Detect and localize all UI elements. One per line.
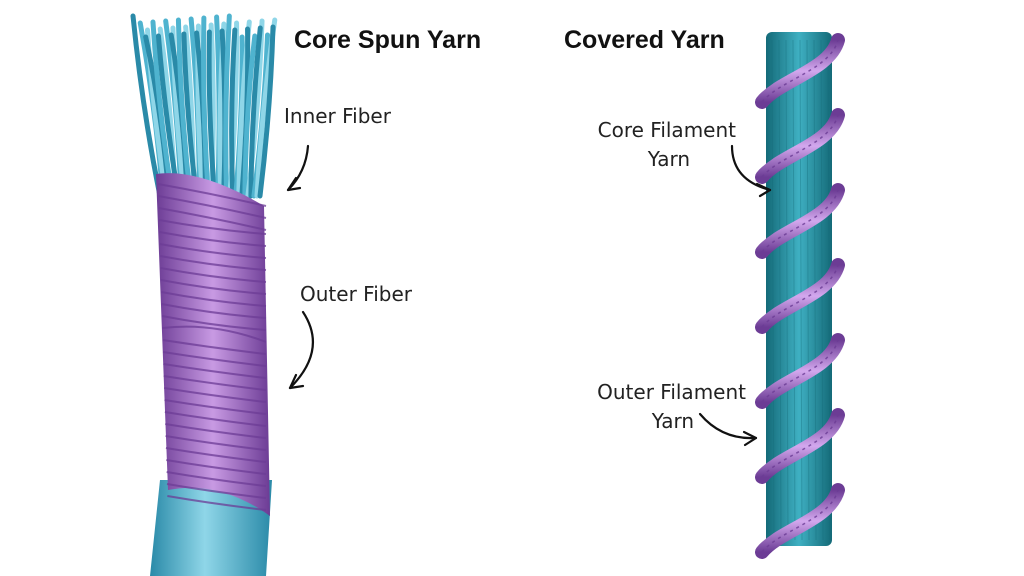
helix-twist [761, 39, 839, 103]
wrap-strand [166, 471, 267, 487]
fiber-strand [229, 27, 238, 199]
wrap-strand [165, 435, 267, 451]
curved-arrow-icon [698, 412, 758, 447]
core-spun-lower-fibers [150, 480, 272, 576]
outer-filament-label-line1: Outer Filament [597, 380, 746, 404]
wrap-strand [159, 255, 267, 271]
core-texture-line [771, 39, 775, 541]
core-spun-inner-fibers [130, 13, 278, 199]
fiber-strand [257, 24, 276, 199]
wrap-strand [161, 303, 267, 319]
wrap-strand [164, 399, 267, 415]
wrap-strand [163, 375, 267, 391]
fiber-strand [206, 29, 218, 199]
wrap-strand [165, 447, 267, 463]
wrap-strand [162, 325, 267, 343]
outer-filament-yarn-label: Outer Filament Yarn [584, 378, 746, 436]
wrap-strand [159, 231, 267, 247]
fiber-strand [248, 25, 263, 199]
wrap-strand [158, 219, 267, 235]
helix-twist [761, 189, 839, 253]
helix-twist [761, 339, 839, 403]
wrap-strand [167, 495, 267, 511]
fiber-strand [223, 13, 232, 199]
core-spun-outer-wrap [156, 173, 270, 516]
curved-arrow-icon [730, 144, 772, 198]
covered-outer-filament [755, 33, 845, 559]
core-spun-wrap-strands [157, 183, 267, 511]
wrap-strand [159, 243, 267, 259]
wrap-strand [161, 315, 267, 331]
helix-twist [761, 264, 839, 328]
fiber-strand [242, 33, 258, 199]
outer-filament-label-line2: Yarn [651, 409, 694, 433]
wrap-strand [162, 351, 267, 367]
curved-arrow-icon [288, 310, 315, 390]
wrap-strand [165, 423, 267, 439]
wrap-strand [157, 183, 267, 207]
outer-fiber-label: Outer Fiber [300, 282, 412, 306]
fiber-strand [130, 13, 163, 199]
wrap-strand [158, 195, 267, 219]
wrap-strand [163, 387, 267, 403]
core-spun-yarn-title: Core Spun Yarn [294, 26, 482, 54]
helix-twist [761, 489, 839, 553]
wrap-strand [166, 459, 267, 475]
helix-twist [761, 114, 839, 178]
wrap-strand [164, 411, 267, 427]
wrap-strand [160, 279, 267, 295]
inner-fiber-label: Inner Fiber [284, 104, 391, 128]
covered-yarn-title: Covered Yarn [564, 26, 725, 54]
wrap-strand [163, 363, 267, 379]
wrap-strand [166, 483, 267, 499]
core-filament-yarn-label: Core Filament Yarn [586, 116, 736, 174]
fiber-strand [201, 15, 211, 199]
curved-arrow-icon [286, 144, 310, 192]
wrap-strand [161, 291, 267, 307]
wrap-strand [158, 207, 267, 231]
wrap-strand [162, 339, 267, 355]
core-filament-label-line1: Core Filament [597, 118, 736, 142]
core-filament-label-line2: Yarn [647, 147, 690, 171]
helix-twist [761, 414, 839, 478]
wrap-strand [160, 267, 267, 283]
